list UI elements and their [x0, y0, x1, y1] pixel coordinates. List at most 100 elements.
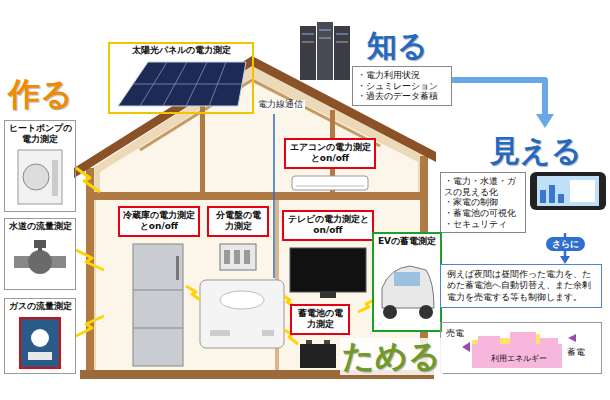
server-icon [300, 26, 316, 80]
distribution-board [220, 244, 256, 270]
server-icon [302, 34, 314, 35]
water-valve [38, 247, 42, 251]
ev-car [383, 305, 397, 319]
heat-pump [18, 150, 62, 204]
node-text: 例えば夜間は昼間作った電力を、ためた蓄電池へ自動切替え、また余剰電力を売電する等… [447, 269, 595, 303]
hems-router [200, 280, 284, 348]
heat-pump [52, 160, 58, 196]
node-text: 冷蔵庫の電力測定とon/off [123, 210, 195, 233]
energy-chart [478, 336, 500, 344]
smartphone [530, 172, 606, 210]
node-text: 利用エネルギー [491, 354, 547, 364]
arrowhead [536, 114, 554, 128]
info-box: 知る・電力利用状況・シュミレーション・過去のデータ蓄積 [352, 66, 452, 106]
ev-car [382, 266, 434, 308]
refrigerator [133, 244, 183, 366]
ev-car [394, 272, 420, 286]
refrigerator [133, 244, 183, 366]
section-heading: 知る [367, 29, 428, 62]
node-text: 水道の流量測定 [8, 221, 72, 232]
node-text: ガスの流量測定 [8, 301, 72, 312]
measure-frame: 太陽光パネルの電力測定 [108, 42, 254, 114]
lightning-bolt [186, 286, 200, 300]
server-icon [319, 38, 331, 39]
ev-car [374, 234, 440, 330]
big-label: ためる [340, 338, 443, 375]
storage-battery [300, 344, 336, 368]
lightning-bolt [76, 250, 104, 270]
energy-chart [472, 344, 562, 368]
process-box: 分電盤の電力測定 [207, 206, 269, 237]
arrowhead [560, 256, 570, 264]
node-text: ・セキュリティ [444, 219, 522, 230]
energy-chart-box: 売電利用エネルギー蓄電 [440, 322, 602, 374]
smartphone [570, 180, 595, 202]
water-valve [28, 250, 52, 274]
heat-pump [23, 164, 49, 190]
node-text: テレビの電力測定とon/off [287, 214, 369, 237]
server-icon [336, 34, 348, 35]
process-box: テレビの電力測定とon/off [282, 210, 374, 241]
smartphone [540, 190, 546, 203]
air-conditioner [292, 176, 368, 190]
hems-router [220, 291, 264, 309]
connector-line [452, 80, 545, 115]
node-text: ヒートポンプの電力測定 [8, 123, 72, 146]
air-conditioner [296, 186, 364, 187]
hems-router [200, 280, 284, 348]
distribution-board [224, 250, 230, 264]
energy-chart [472, 340, 478, 344]
gas-meter [28, 352, 52, 360]
solar-panel [118, 62, 246, 106]
lightning-bolt [76, 168, 100, 192]
node-text: EVの蓄電測定 [377, 236, 437, 247]
television [290, 248, 366, 292]
television [290, 248, 366, 298]
energy-chart [540, 338, 558, 344]
note-box: 例えば夜間は昼間作った電力を、ためた蓄電池へ自動切替え、また余剰電力を売電する等… [440, 264, 602, 308]
connector [452, 80, 554, 128]
hems-router [210, 330, 230, 336]
server-icon [319, 30, 331, 31]
smartphone [549, 185, 555, 203]
water-valve [34, 240, 46, 248]
water-valve [14, 240, 66, 274]
gas-meter [20, 318, 60, 368]
refrigerator [133, 290, 183, 291]
ev-car [374, 234, 440, 330]
node-text: ・シュミレーション [357, 81, 447, 92]
section-heading: 見える [490, 134, 582, 167]
energy-chart [462, 332, 576, 368]
node-text: ・蓄電池の可視化 [444, 208, 522, 219]
distribution-board [244, 250, 250, 264]
air-conditioner [292, 176, 368, 190]
lightning-bolt [76, 168, 374, 344]
refrigerator [133, 328, 183, 329]
power-line-wire [273, 114, 275, 278]
process-box: エアコンの電力測定とon/off [284, 138, 376, 169]
refrigerator [176, 256, 179, 280]
distribution-board [220, 244, 256, 270]
node-text: 蓄電池の電力測定 [295, 308, 345, 331]
server-icon [302, 42, 314, 43]
process-box: 冷蔵庫の電力測定とon/off [118, 206, 200, 237]
server-icon [317, 22, 333, 80]
node-text: ・電力利用状況 [357, 70, 447, 81]
node-text: エアコンの電力測定とon/off [289, 142, 371, 165]
big-label: 作る [8, 76, 73, 113]
storage-battery [300, 340, 336, 368]
energy-chart [500, 338, 510, 344]
process-box: 蓄電池の電力測定 [290, 304, 350, 335]
television [320, 292, 336, 298]
energy-chart [510, 332, 536, 344]
edge-label: さらに [546, 237, 585, 252]
node-text: 分電盤の電力測定 [212, 210, 264, 233]
node-text: ・過去のデータ蓄積 [357, 91, 447, 102]
info-group: ・電力・水道・ガスの見える化・家電の制御・蓄電池の可視化・セキュリティ 見える [440, 128, 608, 233]
storage-battery [324, 340, 330, 344]
server-icon [334, 26, 350, 80]
smartphone [530, 172, 606, 210]
bullet-box: ・電力・水道・ガスの見える化・家電の制御・蓄電池の可視化・セキュリティ [440, 172, 526, 233]
node-text: 売電 [446, 328, 464, 339]
